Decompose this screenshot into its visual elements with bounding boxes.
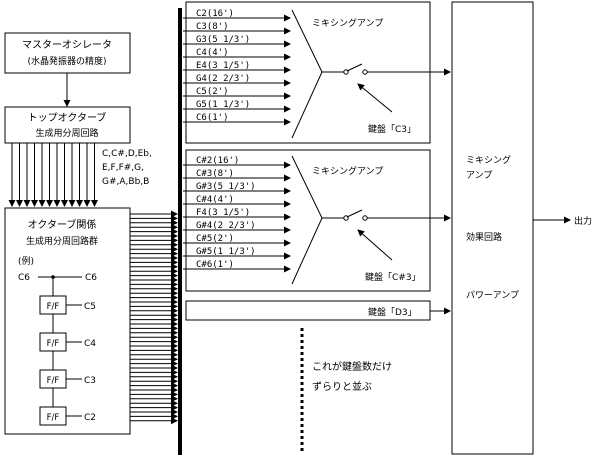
master-oscillator-block: マスターオシレータ (水晶発振器の精度) <box>4 32 131 74</box>
key-d3-label: 鍵盤「D3」 <box>368 306 417 318</box>
master-osc-subtitle: (水晶発振器の精度) <box>27 55 106 67</box>
final-mix-line1: ミキシング <box>466 154 511 166</box>
mixer-input-label: C#6(1') <box>196 260 234 270</box>
ff-label: F/F <box>47 339 60 349</box>
c6-right-label: C6 <box>85 273 97 283</box>
mixer-input-label: G#3(5 1/3') <box>196 182 256 192</box>
mixer-input-label: C5(2') <box>196 87 229 97</box>
mixer-input-label: C#4(4') <box>196 195 234 205</box>
mixer-input-label: C4(4') <box>196 48 229 58</box>
final-power-label: パワーアンプ <box>466 290 519 301</box>
top-notes-line1: C,C#,D,Eb, <box>102 149 152 159</box>
mixer-input-label: F4(3 1/5') <box>196 208 250 218</box>
mixer-block-c3: C2(16') C3(8') G3(5 1/3') C4(4') E4(3 1/5') G… <box>183 1 431 144</box>
key-d3-block: 鍵盤「D3」 <box>185 300 431 321</box>
mixer-input-label: G#4(2 2/3') <box>196 221 256 231</box>
mixer-input-label: E4(3 1/5') <box>196 61 250 71</box>
top-octave-arrows <box>8 143 98 207</box>
top-notes-line2: E,F,F#,G, <box>102 163 144 173</box>
mixer1-key-label: 鍵盤「C3」 <box>368 123 416 135</box>
divider-to-bus-arrows <box>130 210 178 425</box>
output-label: 出力 <box>574 215 592 227</box>
mixer2-title: ミキシングアンプ <box>312 165 383 177</box>
c6-left-label: C6 <box>18 273 30 283</box>
ff-label: F/F <box>47 413 60 423</box>
mixer1-title: ミキシングアンプ <box>312 17 383 29</box>
mixer-input-label: G3(5 1/3') <box>196 35 250 45</box>
final-amp-block: ミキシング アンプ 効果回路 パワーアンプ <box>451 1 534 455</box>
example-label: (例) <box>18 255 34 267</box>
mixer-input-label: G4(2 2/3') <box>196 74 250 84</box>
ff-output-label: C5 <box>84 302 96 312</box>
master-osc-title: マスターオシレータ <box>22 39 112 51</box>
top-notes-line3: G#,A,Bb,B <box>102 177 149 187</box>
mixer-input-label: C3(8') <box>196 22 229 32</box>
top-octave-block: トップオクターブ 生成用分周回路 <box>4 106 131 144</box>
final-mix-line2: アンプ <box>466 170 492 181</box>
top-octave-subtitle: 生成用分周回路 <box>35 127 98 139</box>
mixer-input-label: C#5(2') <box>196 234 234 244</box>
mixer-input-label: C#3(8') <box>196 169 234 179</box>
mixer2-key-label: 鍵盤「C#3」 <box>365 271 421 283</box>
ff-output-label: C2 <box>84 413 96 423</box>
repeat-note-line1: これが鍵盤数だけ <box>312 360 392 373</box>
mixer-input-label: C2(16') <box>196 9 234 19</box>
final-effect-label: 効果回路 <box>466 231 502 243</box>
octave-div-title: オクターブ関係 <box>28 218 97 231</box>
mixer-input-label: G#5(1 1/3') <box>196 247 256 257</box>
ff-label: F/F <box>47 376 60 386</box>
mixer-block-cs3: C#2(16') C#3(8') G#3(5 1/3') C#4(4') F4(3 1/… <box>183 149 431 292</box>
ff-label: F/F <box>47 302 60 312</box>
repeat-note-line2: ずらりと並ぶ <box>312 380 372 393</box>
octave-div-subtitle: 生成用分周回路群 <box>26 235 98 247</box>
mixer-input-label: C#2(16') <box>196 156 239 166</box>
mixer-input-label: C6(1') <box>196 113 229 123</box>
top-octave-title: トップオクターブ <box>28 111 107 124</box>
ff-output-label: C3 <box>84 376 96 386</box>
mixer-input-label: G5(1 1/3') <box>196 100 250 110</box>
ff-output-label: C4 <box>84 339 96 349</box>
